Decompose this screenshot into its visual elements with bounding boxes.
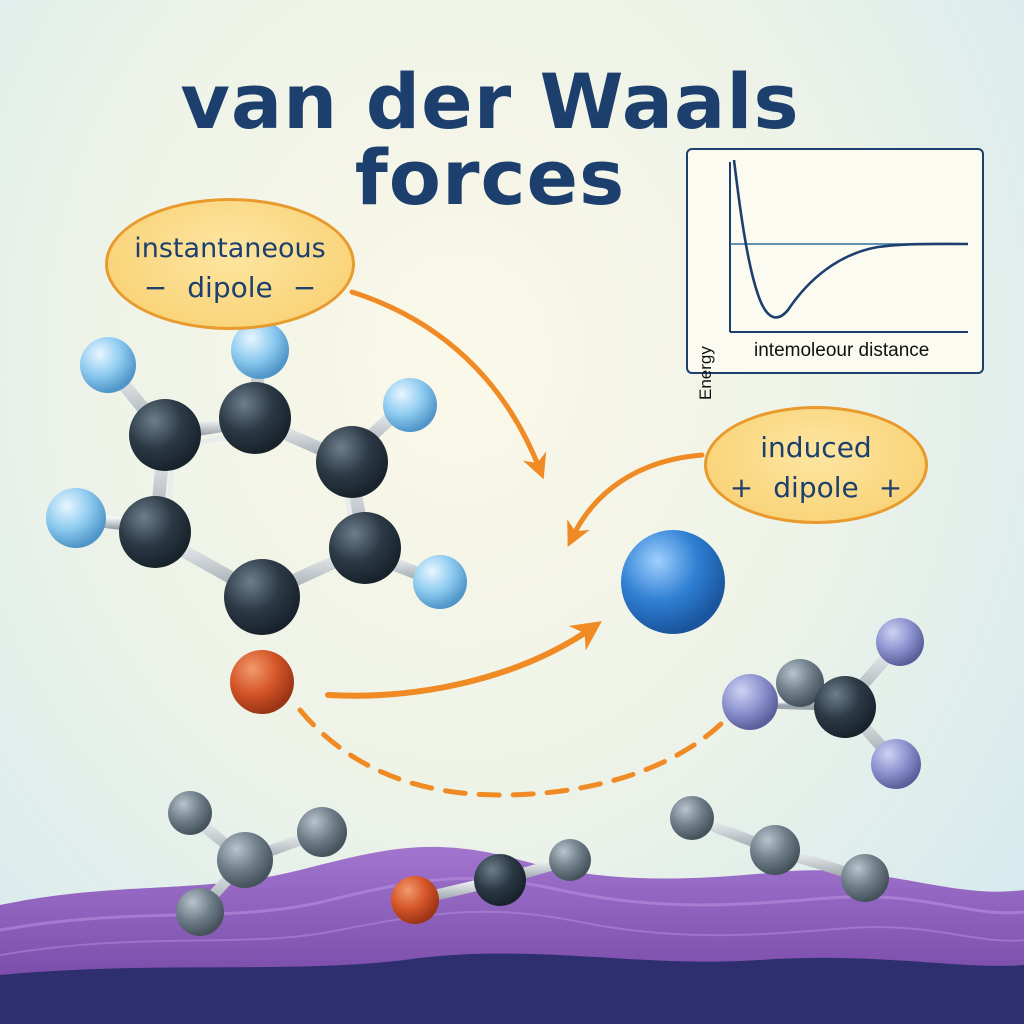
y-axis-label: Energy — [696, 346, 715, 400]
atom — [168, 791, 212, 835]
hydrogen-atom — [231, 321, 289, 379]
atom — [750, 825, 800, 875]
right-molecule — [722, 618, 924, 789]
induced-dipole-bubble: induced + dipole + — [704, 406, 928, 524]
x-axis-label: intemoleour distance — [754, 340, 930, 361]
atom — [722, 674, 778, 730]
carbon-atom — [474, 854, 526, 906]
atom — [297, 807, 347, 857]
bubble-label-dipole: dipole — [773, 471, 859, 504]
graph-plot — [729, 159, 969, 333]
surface-molecule-middle — [391, 839, 591, 924]
carbon-atom — [814, 676, 876, 738]
energy-curve — [732, 159, 969, 319]
oxygen-atom — [391, 876, 439, 924]
carbon-atom — [329, 512, 401, 584]
carbon-atom — [119, 496, 191, 568]
potential-energy-graph: Energy — [686, 148, 984, 400]
atom — [670, 796, 714, 840]
atom — [549, 839, 591, 881]
benzene-molecule — [46, 321, 467, 714]
atom — [876, 618, 924, 666]
minus-sign: − — [143, 271, 168, 304]
bubble-label-dipole: dipole — [187, 271, 273, 304]
carbon-atom — [219, 382, 291, 454]
atom — [776, 659, 824, 707]
carbon-atom — [129, 399, 201, 471]
purple-surface — [0, 846, 1024, 1024]
oxygen-atom — [230, 650, 294, 714]
hydrogen-atom — [80, 337, 136, 393]
atom — [176, 888, 224, 936]
title-line-1: van der Waals — [180, 57, 800, 146]
hydrogen-atom — [413, 555, 467, 609]
surface-molecule-right — [670, 796, 889, 902]
plus-sign: + — [878, 471, 903, 504]
hydrogen-atom — [383, 378, 437, 432]
bubble-label-bottom: −dipole− — [108, 271, 352, 304]
interaction-arrows — [297, 289, 728, 798]
instantaneous-dipole-bubble: instantaneous −dipole− — [105, 198, 355, 330]
carbon-atom — [316, 426, 388, 498]
atom — [841, 854, 889, 902]
minus-sign: − — [292, 271, 317, 304]
bubble-label-top: instantaneous — [134, 233, 326, 264]
induced-atom — [621, 530, 725, 634]
plus-sign: + — [729, 471, 754, 504]
atom — [217, 832, 273, 888]
title-line-2: forces — [354, 133, 626, 222]
atom — [871, 739, 921, 789]
surface-molecule-left — [168, 791, 347, 936]
carbon-atom — [224, 559, 300, 635]
bubble-label-top: induced — [760, 431, 872, 464]
hydrogen-atom — [46, 488, 106, 548]
bubble-label-bottom: + dipole + — [707, 471, 925, 504]
